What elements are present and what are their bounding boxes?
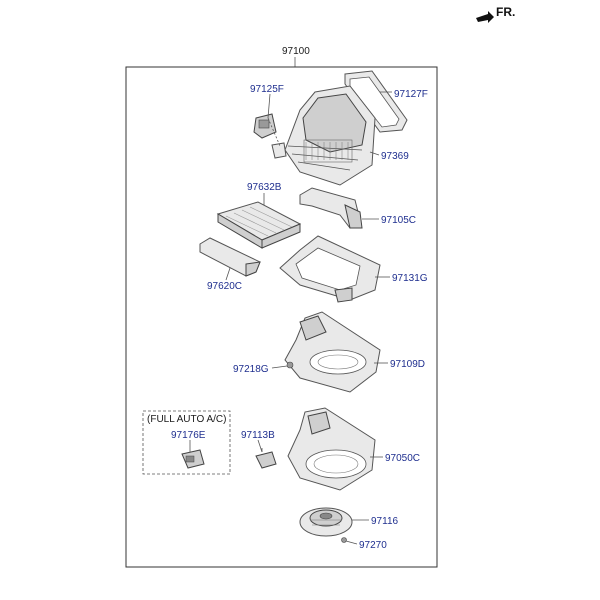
- part-97369-drawing: [284, 85, 376, 186]
- leader-97125f: [267, 93, 271, 119]
- part-97131g-drawing: [279, 235, 381, 303]
- part-97176e-drawing: [181, 449, 205, 469]
- label-97176e[interactable]: 97176E: [171, 430, 206, 441]
- part-97127f-drawing: [344, 70, 408, 133]
- label-97270[interactable]: 97270: [359, 540, 387, 551]
- part-97218g-drawing: [286, 361, 294, 369]
- part-97270-drawing: [341, 537, 347, 543]
- label-97113b[interactable]: 97113B: [241, 430, 275, 441]
- label-97131g[interactable]: 97131G: [392, 273, 428, 284]
- part-97113b-drawing: [255, 448, 277, 469]
- assembly-number: 97100: [282, 46, 310, 57]
- direction-label: FR.: [496, 5, 515, 19]
- assembly-frame: [125, 66, 438, 568]
- part-97050c-drawing: [287, 407, 376, 491]
- leader-97218g: [271, 365, 288, 369]
- part-97632b-drawing: [216, 201, 302, 249]
- part-97109d-drawing: [284, 311, 381, 393]
- part-97620c-drawing: [199, 237, 261, 277]
- part-97116-drawing: [299, 507, 353, 537]
- label-97125f[interactable]: 97125F: [250, 84, 284, 95]
- option-group-title: (FULL AUTO A/C): [147, 414, 226, 425]
- leader-97113b: [257, 439, 263, 453]
- label-97127f[interactable]: 97127F: [394, 89, 428, 100]
- label-97632b[interactable]: 97632B: [247, 182, 282, 193]
- leader-97620c: [225, 267, 231, 281]
- label-97105c[interactable]: 97105C: [381, 215, 416, 226]
- part-97105c-drawing: [299, 187, 363, 229]
- leader-97369: [369, 151, 380, 156]
- part-97125f-drawing: [253, 113, 287, 159]
- label-97369[interactable]: 97369: [381, 151, 409, 162]
- label-97116[interactable]: 97116: [371, 516, 399, 527]
- arrow-icon: [476, 11, 494, 23]
- label-97050c[interactable]: 97050C: [385, 453, 420, 464]
- label-97620c[interactable]: 97620C: [207, 281, 242, 292]
- leader-97125f-dashed: [267, 117, 281, 147]
- label-97109d[interactable]: 97109D: [390, 359, 425, 370]
- leader-97270: [345, 540, 358, 545]
- label-97218g[interactable]: 97218G: [233, 364, 269, 375]
- front-direction-indicator: FR.: [476, 5, 515, 23]
